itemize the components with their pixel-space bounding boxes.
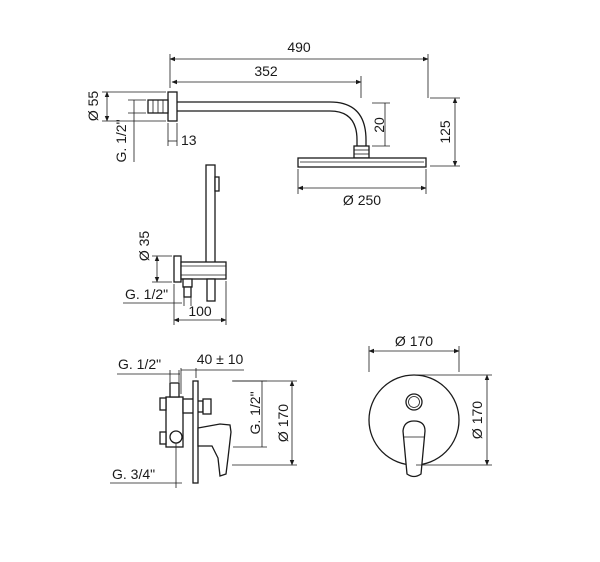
wall-bracket (173, 255, 182, 283)
dim-holder-thread: G. 1/2" (125, 286, 168, 302)
swivel-joint (353, 145, 370, 159)
dim-head-drop: 20 (371, 117, 387, 133)
hand-shower-view: Ø 35 G. 1/2" 100 (123, 164, 227, 325)
shower-arm-view: 490 352 Ø 55 G. 1/2" 13 20 125 (85, 39, 460, 208)
shower-arm (177, 101, 367, 150)
hand-shower (205, 164, 216, 274)
dim-valve-depth: 40 ± 10 (197, 351, 244, 367)
dim-total-height: 125 (437, 120, 453, 144)
dim-flange-diameter: Ø 55 (85, 91, 101, 122)
dim-valve-inlet-thread: G. 1/2" (118, 356, 161, 372)
wall-flange (167, 91, 178, 122)
valve-front-view: Ø 170 Ø 170 (368, 333, 492, 478)
dim-front-width: Ø 170 (395, 333, 433, 349)
front-lever (402, 420, 426, 478)
valve-side-view: G. 1/2" 40 ± 10 G. 1/2" Ø 170 G. 3/4" (110, 351, 297, 488)
dim-flange-depth: 13 (181, 132, 197, 148)
dim-valve-plate-height: Ø 170 (275, 404, 291, 442)
valve-outlet (169, 430, 183, 444)
dim-holder-diameter: Ø 35 (136, 231, 152, 262)
shower-head (297, 157, 427, 168)
valve-lever (197, 423, 232, 477)
dim-head-diameter: Ø 250 (343, 192, 381, 208)
dim-front-height: Ø 170 (469, 401, 485, 439)
dim-inlet-thread: G. 1/2" (113, 119, 129, 162)
dim-arm-total: 490 (287, 39, 311, 55)
trim-plate (192, 380, 199, 484)
dim-arm-reach: 352 (254, 63, 278, 79)
dim-valve-outlet-thread: G. 3/4" (112, 466, 155, 482)
dim-holder-depth: 100 (188, 303, 212, 319)
dim-valve-side-thread: G. 1/2" (247, 391, 263, 434)
